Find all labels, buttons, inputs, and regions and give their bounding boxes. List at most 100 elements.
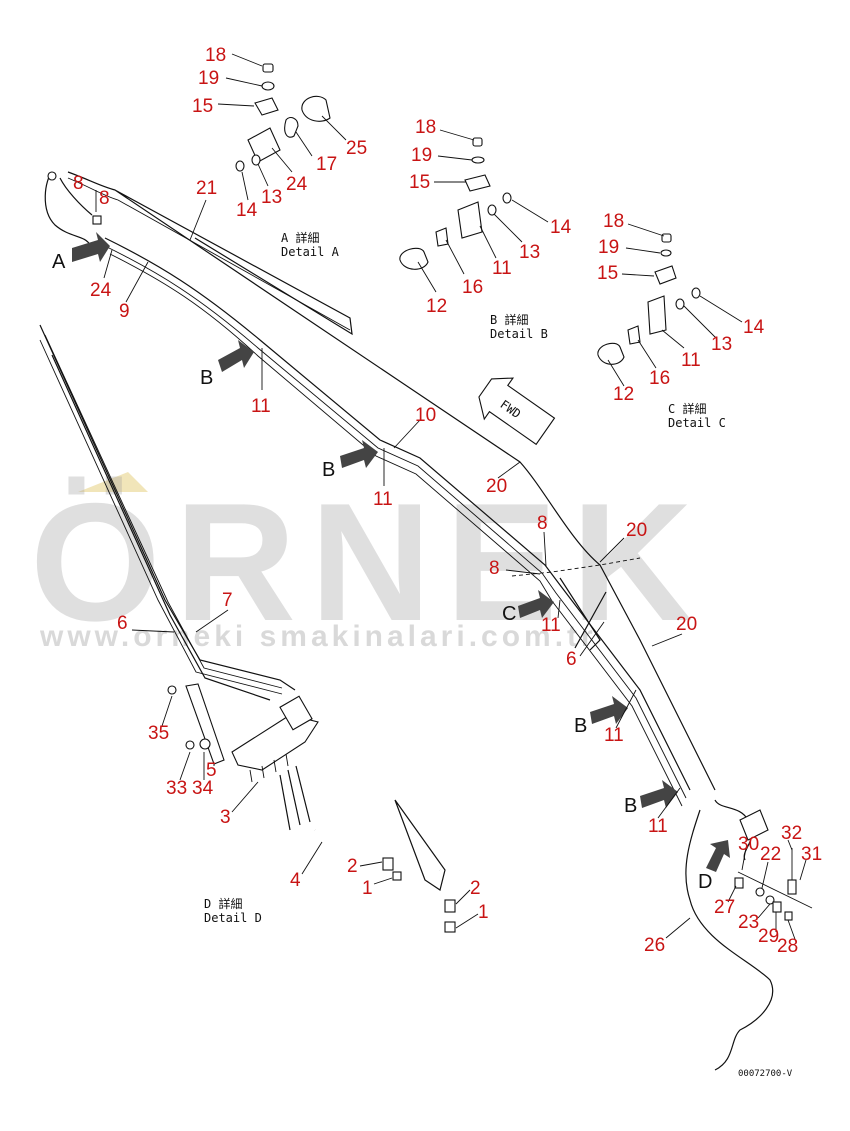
label-20-2: 20 — [626, 520, 647, 541]
valve-ports — [249, 753, 289, 783]
bracket-11c-icon — [647, 295, 667, 335]
bolt-18b-icon — [472, 137, 483, 147]
detail-b-parts — [399, 137, 512, 270]
label-9: 9 — [119, 301, 130, 322]
washer-19a-icon — [261, 81, 275, 91]
drawing-code: 00072700-V — [738, 1069, 793, 1079]
harness-8-left — [44, 171, 93, 246]
arrow-b1-icon — [218, 340, 254, 372]
arrow-b3-icon — [590, 696, 628, 724]
label-2a: 2 — [347, 856, 358, 877]
clamp-25-icon — [301, 95, 331, 122]
pipe-6-left-a — [44, 334, 283, 689]
washer-19b-icon — [471, 156, 485, 164]
label-26: 26 — [644, 935, 665, 956]
detail-d-jp: D 詳細 — [204, 896, 242, 911]
clip-16b-icon — [435, 227, 449, 247]
connector-30-icon — [739, 809, 769, 841]
label-27: 27 — [714, 897, 735, 918]
label-18: 18 — [205, 45, 226, 66]
arrow-d-label: D — [698, 871, 712, 893]
hardware-axis — [737, 871, 813, 909]
part-22-icon — [755, 887, 765, 897]
label-29: 29 — [758, 926, 779, 947]
bracket-5 — [185, 683, 225, 765]
part-31-icon — [787, 879, 797, 895]
pipe-6-left-b — [39, 339, 283, 695]
label-11-1: 11 — [251, 396, 271, 417]
part-29-icon — [772, 901, 782, 913]
label-1a: 1 — [362, 878, 373, 899]
nut-14a-icon — [235, 160, 245, 172]
label-13c: 13 — [711, 334, 732, 355]
upper-wire-21-shadow — [67, 177, 351, 331]
part-labels: 18 19 15 25 17 24 13 14 21 8 8 24 9 18 1… — [73, 45, 822, 957]
detail-c-jp: C 詳細 — [668, 401, 706, 416]
plate-15b-icon — [464, 174, 491, 192]
label-11b: 11 — [492, 258, 512, 279]
hose-end — [394, 799, 446, 891]
hose-4-inner — [313, 760, 443, 872]
label-15b: 15 — [409, 172, 430, 193]
arrow-b4-label: B — [624, 795, 637, 817]
arrow-b4-icon — [640, 780, 678, 808]
label-24b: 24 — [90, 280, 112, 301]
label-17: 17 — [316, 154, 337, 175]
arrow-b3-label: B — [574, 715, 587, 737]
view-arrow-b2: B — [322, 440, 378, 481]
label-12c: 12 — [613, 384, 634, 405]
label-8d: 8 — [489, 558, 500, 579]
detail-a-jp: A 詳細 — [281, 230, 319, 245]
label-4: 4 — [290, 870, 301, 891]
pipe-6-right — [559, 577, 607, 651]
fitting-2a-icon — [382, 857, 394, 871]
arrow-b2-label: B — [322, 459, 335, 481]
arrow-c-icon — [518, 590, 554, 618]
label-10: 10 — [415, 405, 436, 426]
valve-wires — [279, 765, 311, 831]
nut-14c-icon — [691, 287, 701, 299]
pipe-9-10 — [104, 237, 691, 791]
clamp-12c-icon — [597, 342, 625, 365]
bolt-18a-icon — [262, 63, 274, 73]
arrow-c-label: C — [502, 603, 516, 625]
label-13b: 13 — [519, 242, 540, 263]
label-7: 7 — [222, 590, 233, 611]
label-35: 35 — [148, 723, 169, 744]
label-21: 21 — [196, 178, 217, 199]
watermark: ÖRNEK www.orneki smakinalari.com.tr — [30, 468, 693, 656]
solenoid-icon — [279, 695, 313, 731]
main-harness — [44, 171, 774, 1071]
label-11-4: 11 — [604, 725, 624, 746]
label-6-right: 6 — [566, 649, 577, 670]
nut-14b-icon — [502, 192, 512, 204]
leader-lines — [95, 53, 807, 943]
label-24: 24 — [286, 174, 308, 195]
washer-13a-icon — [251, 154, 261, 166]
label-28: 28 — [777, 936, 798, 957]
label-2b: 2 — [470, 878, 481, 899]
label-31: 31 — [801, 844, 822, 865]
connector-icon — [47, 171, 57, 181]
label-12b: 12 — [426, 296, 447, 317]
label-18b: 18 — [415, 117, 436, 138]
watermark-url: www.orneki smakinalari.com.tr — [39, 620, 597, 653]
label-11-3: 11 — [541, 615, 561, 636]
detail-c-en: Detail C — [668, 416, 726, 430]
upper-wire-21 — [67, 171, 716, 791]
arrow-a-icon — [72, 232, 110, 262]
label-8c: 8 — [537, 513, 548, 534]
plate-15c-icon — [654, 265, 677, 285]
part-28-icon — [784, 911, 793, 921]
view-arrow-d: D — [698, 840, 730, 893]
label-33: 33 — [166, 778, 187, 799]
label-11-2: 11 — [373, 489, 393, 510]
detail-a-parts — [235, 63, 331, 172]
arrow-a-label: A — [52, 251, 66, 273]
pipe-9-10-inner — [104, 245, 687, 799]
clip-16c-icon — [627, 325, 641, 345]
detail-d-en: Detail D — [204, 911, 262, 925]
fitting-1b-icon — [444, 921, 456, 933]
label-20-1: 20 — [486, 476, 507, 497]
bolt-35-icon — [167, 685, 177, 695]
